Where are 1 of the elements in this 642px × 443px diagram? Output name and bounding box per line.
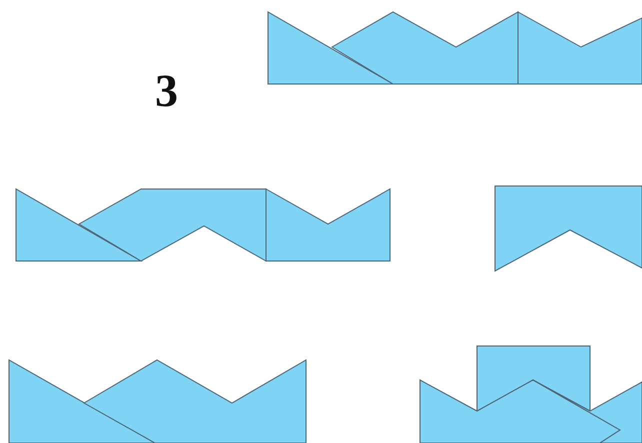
figure-number: 3 bbox=[155, 68, 178, 114]
